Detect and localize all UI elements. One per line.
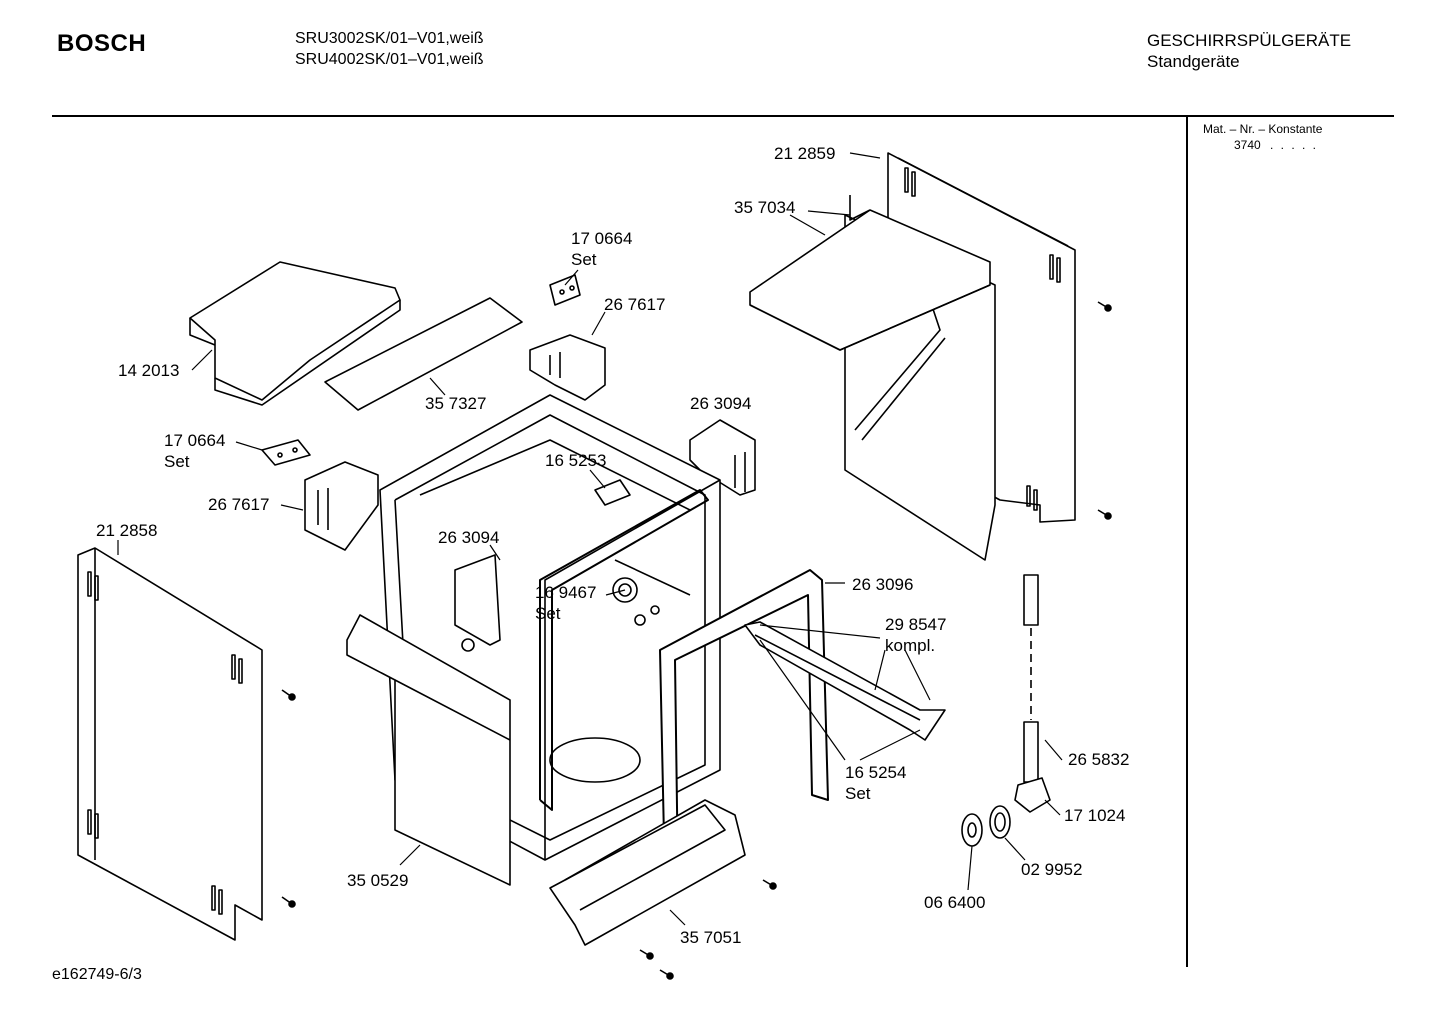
sidebar-value: 3740 [1234,138,1261,152]
document-id: e162749-6/3 [52,966,142,983]
part-label: 26 3094 [438,528,500,547]
part-label: Set [845,784,871,803]
screws [282,302,1111,979]
part-label: 35 7327 [425,394,487,413]
side-cover-upper [690,420,755,495]
part-label: 29 8547 [885,615,947,634]
part-label: kompl. [885,636,936,655]
category-subtitle: Standgeräte [1147,52,1240,71]
part-label: 14 2013 [118,361,180,380]
leader-lines [118,153,1062,925]
part-label: 26 5832 [1068,750,1130,769]
part-label: 16 5253 [545,451,607,470]
part-label: 26 7617 [208,495,270,514]
part-label: 17 0664 [571,229,633,248]
hinge-bar [745,622,945,740]
sidebar-dots: . . . . . [1270,138,1319,152]
tub-clip [595,480,630,505]
part-label: 26 3094 [690,394,752,413]
part-label: 35 7034 [734,198,796,217]
sidebar-divider [1186,117,1188,967]
part-label: 17 1024 [1064,806,1126,825]
brand-logo: BOSCH [57,30,147,57]
part-label: 17 0664 [164,431,226,450]
part-label: 21 2859 [774,144,836,163]
model-line-1: SRU3002SK/01–V01,weiß [295,30,484,47]
cover-strip [325,298,522,410]
model-line-2: SRU4002SK/01–V01,weiß [295,51,484,68]
category-title: GESCHIRRSPÜLGERÄTE [1147,31,1352,50]
inlet-hose [1015,575,1050,812]
filter-washer [962,814,982,846]
top-cover [190,262,400,405]
part-label: 16 9467 [535,583,597,602]
tub-frame-seal [540,490,708,810]
part-label: 26 7617 [604,295,666,314]
back-panel-shelf [750,195,995,560]
part-label: 16 5254 [845,763,907,782]
hinge-bracket-top [550,275,580,305]
side-cover-lower [455,555,500,651]
hinge-bracket-left [262,440,310,465]
part-label: 26 3096 [852,575,914,594]
part-label: 35 7051 [680,928,742,947]
part-label: Set [571,250,597,269]
part-label: 35 0529 [347,871,409,890]
part-label: Set [535,604,561,623]
door-latch-left [305,462,378,550]
front-plinth [347,615,510,885]
union-nut [990,806,1010,838]
sidebar-title: Mat. – Nr. – Konstante [1203,122,1323,136]
base-rail [550,800,745,945]
part-label: Set [164,452,190,471]
part-label: 06 6400 [924,893,986,912]
header-divider [52,115,1394,117]
side-panel-left [78,548,262,940]
part-label: 02 9952 [1021,860,1083,879]
part-label: 21 2858 [96,521,158,540]
door-latch-top [530,335,605,400]
